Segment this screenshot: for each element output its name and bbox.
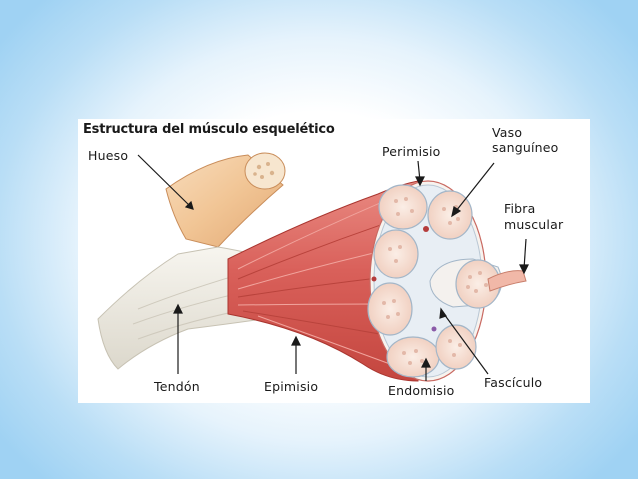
muscle-structure-figure: Estructura del músculo esquelético Hueso… <box>78 119 590 403</box>
fascicle-label: Fascículo <box>484 375 543 390</box>
bone-shape <box>165 152 286 248</box>
tendon-label: Tendón <box>154 379 200 394</box>
muscle-fiber-label-line1: Fibra <box>504 201 536 216</box>
epimysium-label: Epimisio <box>264 379 319 394</box>
muscle-illustration <box>97 152 529 382</box>
cross-section-shape <box>367 180 527 382</box>
bone-label: Hueso <box>88 148 129 163</box>
blood-vessel-label-line1: Vaso <box>492 125 523 140</box>
perimysium-label: Perimisio <box>382 144 441 159</box>
muscle-fiber-label-line2: muscular <box>504 217 564 232</box>
leader-lines <box>137 154 529 381</box>
endomysium-label: Endomisio <box>388 383 455 398</box>
diagram-title: Estructura del músculo esquelético <box>83 122 335 137</box>
blood-vessel-label-line2: sanguíneo <box>492 140 559 155</box>
